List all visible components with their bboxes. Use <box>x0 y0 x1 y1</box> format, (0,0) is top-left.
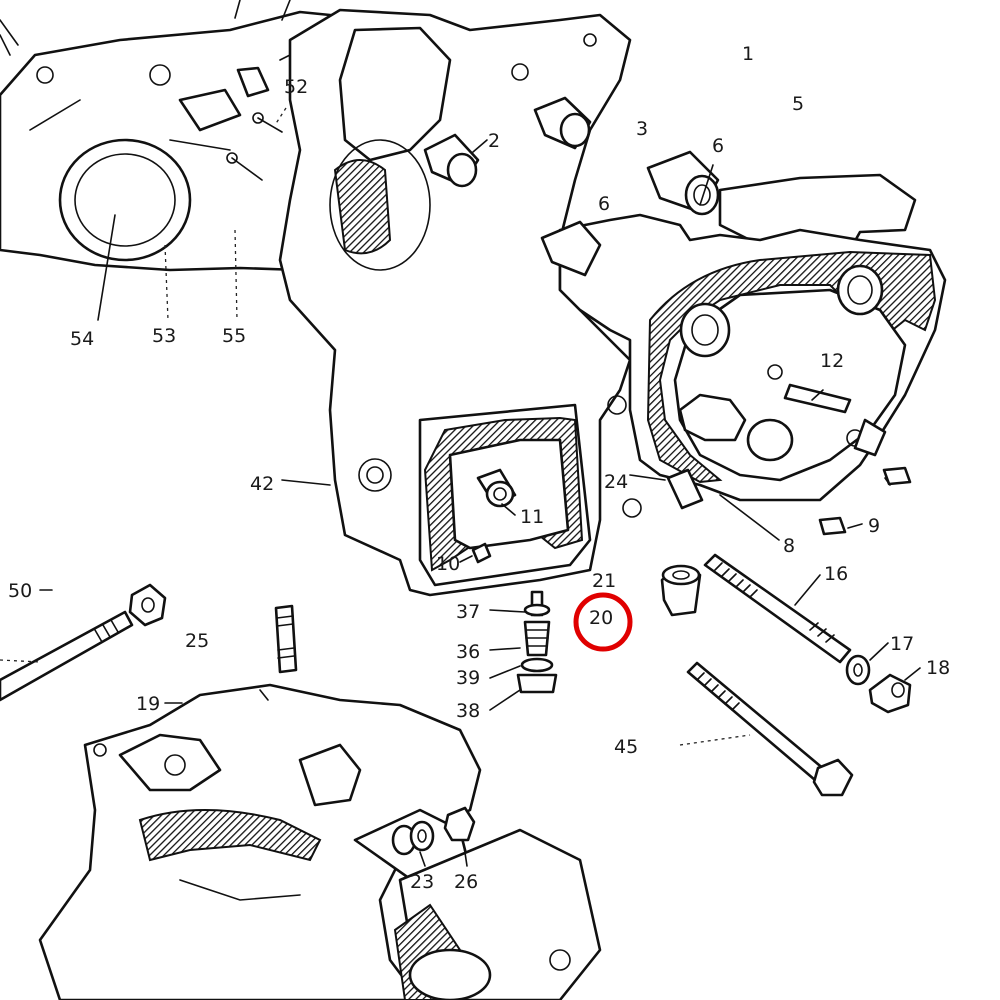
frame-strut-lines <box>0 0 291 56</box>
part-11-bush <box>476 468 517 508</box>
part-17-washer <box>845 654 871 686</box>
part-52-screws <box>178 66 287 181</box>
part-18-nut <box>868 673 912 714</box>
callout-53: 53 <box>152 325 176 347</box>
part-45-bolt <box>679 661 854 797</box>
callout-2: 2 <box>488 130 500 152</box>
callout-26: 26 <box>454 871 478 893</box>
callout-45: 45 <box>614 736 638 758</box>
callout-5: 5 <box>792 93 804 115</box>
lower-crankcase <box>38 683 602 1000</box>
part-39-washer <box>520 657 554 673</box>
callout-18: 18 <box>926 657 950 679</box>
part-50-long-bolt <box>0 583 167 702</box>
crankcase-main-half <box>278 8 642 597</box>
leader-lines <box>39 139 921 867</box>
callout-55: 55 <box>222 325 246 347</box>
part-36-plug-body <box>523 620 551 657</box>
callout-25: 25 <box>185 630 209 652</box>
callout-16: 16 <box>824 563 848 585</box>
callout-8: 8 <box>783 535 795 557</box>
callout-1: 1 <box>742 43 754 65</box>
part-25-stud <box>274 604 298 674</box>
callout-17: 17 <box>890 633 914 655</box>
part-9-pins <box>818 466 912 536</box>
callout-36: 36 <box>456 641 480 663</box>
callout-11: 11 <box>520 506 544 528</box>
callout-20: 20 <box>589 607 613 629</box>
part-2-bush <box>423 133 480 188</box>
callout-54: 54 <box>70 328 94 350</box>
part-6-bush-upper <box>646 150 720 216</box>
callout-9: 9 <box>868 515 880 537</box>
callout-6-lower: 6 <box>598 193 610 215</box>
highlight-ring <box>573 592 633 652</box>
callout-50: 50 <box>8 580 32 602</box>
callout-10: 10 <box>436 553 460 575</box>
callout-6-upper: 6 <box>712 135 724 157</box>
callout-39: 39 <box>456 667 480 689</box>
callout-23: 23 <box>410 871 434 893</box>
part-16-long-bolt <box>703 553 852 664</box>
callout-42: 42 <box>250 473 274 495</box>
part-10-dowel <box>471 542 492 564</box>
part-26-nut <box>443 806 476 842</box>
callout-19: 19 <box>136 693 160 715</box>
callout-24: 24 <box>604 471 628 493</box>
part-6-bush-lower <box>540 220 602 277</box>
callout-21: 21 <box>592 570 616 592</box>
part-23-washers <box>391 820 435 856</box>
part-24-stud <box>666 468 704 510</box>
callout-labels: 1 2 3 5 6 6 8 9 10 11 12 16 17 18 19 20 … <box>8 43 950 893</box>
callout-38: 38 <box>456 700 480 722</box>
part-21-cup <box>660 564 702 617</box>
part-3-bush <box>533 96 592 150</box>
timing-cover-assembly <box>558 173 947 502</box>
callout-52: 52 <box>284 76 308 98</box>
callout-37: 37 <box>456 601 480 623</box>
part-37-drain-pin <box>523 590 551 617</box>
callout-12: 12 <box>820 350 844 372</box>
part-38-plug-head <box>516 673 558 694</box>
callout-3: 3 <box>636 118 648 140</box>
